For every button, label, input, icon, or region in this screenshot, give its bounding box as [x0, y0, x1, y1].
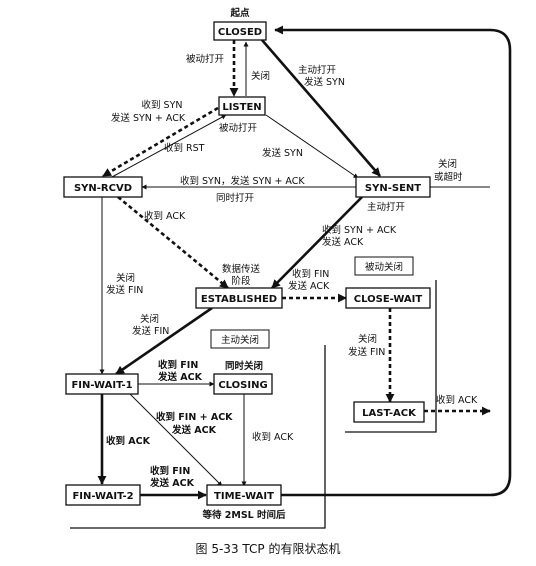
label-recv-fin-fw1-1: 收到 FIN: [158, 359, 198, 371]
label-passive-open: 被动打开: [186, 53, 225, 65]
state-syn-sent: SYN-SENT: [355, 176, 431, 198]
label-fw2-recv-fin-1: 收到 FIN: [150, 465, 190, 477]
active-close-box: [210, 329, 270, 349]
state-close-wait-label: CLOSE-WAIT: [354, 294, 423, 305]
region-passive-close-label: 被动关闭: [365, 261, 403, 273]
label-simultaneous-open: 同时打开: [216, 192, 255, 204]
label-close-timeout-2: 或超时: [434, 171, 463, 183]
state-time-wait-label: TIME-WAIT: [214, 491, 274, 502]
label-est-close-2: 发送 FIN: [132, 325, 169, 337]
state-fin-wait-1-label: FIN-WAIT-1: [71, 380, 132, 391]
label-cw-close-1: 关闭: [358, 333, 377, 345]
label-recv-syn-2: 发送 SYN + ACK: [111, 112, 186, 124]
state-fin-wait-2-label: FIN-WAIT-2: [72, 491, 133, 502]
states: CLOSED LISTEN SYN-RCVD SYN-SENT ESTABLIS…: [63, 21, 431, 506]
edge-listen-syn-rcvd: [102, 106, 219, 178]
data-phase-label-2: 阶段: [231, 275, 251, 287]
label-est-close-1: 关闭: [140, 313, 159, 325]
region-dividers: [70, 280, 437, 529]
state-closing-label: CLOSING: [218, 380, 267, 391]
state-syn-sent-label: SYN-SENT: [365, 183, 421, 194]
state-fin-wait-2: FIN-WAIT-2: [65, 484, 141, 506]
label-recv-rst: 收到 RST: [164, 142, 205, 154]
label-active-open-lower: 主动打开: [367, 201, 406, 213]
passive-close-region-line: [345, 280, 437, 433]
region-active-close-label: 主动关闭: [221, 334, 259, 346]
auxiliary-transitions: [111, 41, 490, 188]
edge-listen-syn-sent: [265, 114, 359, 179]
active-close-region-line: [70, 345, 326, 529]
edge-established-fin-wait-1: [115, 306, 213, 376]
simultaneous-close-label: 同时关闭: [225, 360, 263, 372]
label-fw2-recv-fin-2: 发送 ACK: [149, 477, 195, 489]
start-label: 起点: [229, 7, 250, 19]
label-closing-recv-ack: 收到 ACK: [252, 431, 294, 443]
label-passive-open-2: 被动打开: [219, 122, 258, 134]
state-syn-rcvd-label: SYN-RCVD: [74, 183, 132, 194]
label-last-ack-recv-ack: 收到 ACK: [436, 394, 478, 406]
state-established-label: ESTABLISHED: [201, 294, 277, 305]
state-last-ack: LAST-ACK: [353, 401, 425, 423]
label-fw1-recv-ack: 收到 ACK: [106, 435, 151, 447]
labels: 起点 被动关闭 主动关闭 数据传送 阶段 同时关闭 被动打开 关闭 主动打开 发…: [106, 7, 478, 556]
label-synrcvd-close-2: 发送 FIN: [106, 284, 143, 296]
state-listen-label: LISTEN: [222, 102, 261, 113]
state-closed: CLOSED: [213, 21, 267, 41]
figure-caption: 图 5-33 TCP 的有限状态机: [196, 541, 341, 556]
edge-time-wait-closed: [274, 25, 512, 497]
state-close-wait: CLOSE-WAIT: [345, 287, 431, 309]
label-wait-2msl: 等待 2MSL 时间后: [201, 509, 286, 521]
label-active-open-1: 主动打开: [298, 64, 337, 76]
state-last-ack-label: LAST-ACK: [362, 408, 417, 419]
client-transitions: [97, 25, 512, 500]
label-cw-close-2: 发送 FIN: [348, 346, 385, 358]
edge-fin-wait-1-time-wait: [129, 393, 223, 487]
state-listen: LISTEN: [218, 96, 266, 116]
state-established: ESTABLISHED: [195, 287, 283, 309]
label-recv-synack-1: 收到 SYN + ACK: [322, 224, 397, 236]
edge-syn-sent-established: [271, 196, 363, 289]
label-send-syn: 发送 SYN: [262, 147, 303, 159]
label-close: 关闭: [251, 70, 270, 82]
label-recv-fin-est-1: 收到 FIN: [292, 268, 329, 280]
label-recv-fin-fw1-2: 发送 ACK: [157, 371, 203, 383]
state-closed-label: CLOSED: [218, 27, 262, 38]
data-phase-label-1: 数据传送: [222, 263, 261, 275]
label-active-open-2: 发送 SYN: [304, 76, 345, 88]
edge-syn-rcvd-established: [117, 195, 229, 290]
label-syn-sent-to-rcvd: 收到 SYN，发送 SYN + ACK: [180, 175, 305, 187]
label-recv-ack-synrcvd: 收到 ACK: [144, 210, 186, 222]
label-recv-synack-2: 发送 ACK: [322, 236, 364, 248]
label-synrcvd-close-1: 关闭: [116, 272, 135, 284]
label-recv-finack-1: 收到 FIN + ACK: [156, 411, 233, 423]
state-fin-wait-1: FIN-WAIT-1: [65, 373, 139, 395]
state-syn-rcvd: SYN-RCVD: [63, 176, 143, 198]
edge-syn-rcvd-listen: [111, 114, 227, 178]
label-recv-finack-2: 发送 ACK: [171, 424, 217, 436]
region-boxes: [210, 256, 414, 349]
label-recv-syn-1: 收到 SYN: [142, 99, 183, 111]
server-transitions: [102, 40, 491, 416]
state-closing: CLOSING: [213, 373, 273, 395]
label-recv-fin-est-2: 发送 ACK: [288, 280, 330, 292]
state-time-wait: TIME-WAIT: [206, 484, 282, 506]
passive-close-box: [354, 256, 414, 276]
label-close-timeout-1: 关闭: [438, 158, 457, 170]
normal-transitions: [99, 114, 359, 487]
edge-closed-syn-sent: [261, 39, 381, 177]
